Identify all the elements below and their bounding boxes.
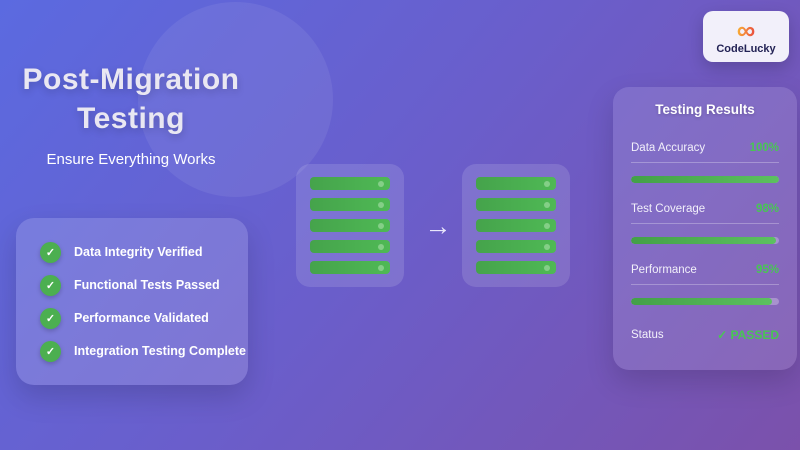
check-icon: ✓	[40, 340, 61, 362]
data-row-bar	[310, 219, 390, 232]
list-item: ✓ Integration Testing Complete	[40, 340, 248, 362]
divider	[631, 162, 779, 163]
data-row-bar	[476, 219, 556, 232]
metric-label-row: Test Coverage 98%	[631, 203, 779, 215]
target-database-card	[462, 164, 570, 287]
results-panel-title: Testing Results	[655, 102, 755, 117]
page-title-line2: Testing	[77, 102, 185, 135]
data-row-bar	[476, 198, 556, 211]
progress-track	[631, 176, 779, 183]
metric-value: 95%	[755, 264, 779, 276]
metric-label: Performance	[631, 264, 697, 276]
page-subtitle: Ensure Everything Works	[46, 151, 216, 168]
row-dot-icon	[544, 180, 550, 187]
progress-fill	[631, 298, 772, 305]
divider	[631, 223, 779, 224]
list-item: ✓ Data Integrity Verified	[40, 241, 248, 263]
checklist-item-label: Performance Validated	[74, 311, 209, 325]
row-dot-icon	[378, 180, 384, 187]
checklist-card: ✓ Data Integrity Verified ✓ Functional T…	[16, 218, 248, 385]
title-block: Post-Migration Testing Ensure Everything…	[0, 60, 262, 168]
row-dot-icon	[378, 201, 384, 208]
row-dot-icon	[378, 264, 384, 271]
row-dot-icon	[378, 222, 384, 229]
row-dot-icon	[544, 201, 550, 208]
list-item: ✓ Performance Validated	[40, 307, 248, 329]
testing-results-panel: Testing Results Data Accuracy 100% Test …	[613, 87, 797, 370]
progress-fill	[631, 237, 777, 244]
source-database-card	[296, 164, 404, 287]
brand-logo-card: ∞ CodeLucky	[703, 11, 789, 62]
row-dot-icon	[544, 222, 550, 229]
data-row-bar	[310, 240, 390, 253]
data-row-bar	[476, 261, 556, 274]
metric-label: Data Accuracy	[631, 142, 706, 154]
progress-track	[631, 237, 779, 244]
data-row-bar	[310, 198, 390, 211]
status-label: Status	[631, 329, 664, 341]
metric-label-row: Data Accuracy 100%	[631, 142, 779, 154]
status-badge: ✓ PASSED	[717, 328, 779, 342]
metric-value: 98%	[755, 203, 779, 215]
check-icon: ✓	[40, 241, 61, 263]
metric-data-accuracy: Data Accuracy 100%	[631, 142, 779, 183]
page-title-line1: Post-Migration	[22, 63, 240, 96]
checklist-item-label: Integration Testing Complete	[74, 344, 246, 358]
check-icon: ✓	[40, 307, 61, 329]
brand-name: CodeLucky	[716, 43, 776, 55]
row-dot-icon	[544, 264, 550, 271]
checklist-item-label: Data Integrity Verified	[74, 245, 203, 259]
progress-fill	[631, 176, 779, 183]
check-icon: ✓	[40, 274, 61, 296]
checklist-item-label: Functional Tests Passed	[74, 278, 220, 292]
data-row-bar	[310, 261, 390, 274]
metric-value: 100%	[749, 142, 779, 154]
metric-performance: Performance 95%	[631, 264, 779, 305]
metric-test-coverage: Test Coverage 98%	[631, 203, 779, 244]
metric-label-row: Performance 95%	[631, 264, 779, 276]
list-item: ✓ Functional Tests Passed	[40, 274, 248, 296]
data-row-bar	[476, 240, 556, 253]
status-row: Status ✓ PASSED	[631, 328, 779, 342]
migration-arrow-icon: →	[424, 211, 452, 241]
progress-track	[631, 298, 779, 305]
row-dot-icon	[378, 243, 384, 250]
data-row-bar	[310, 177, 390, 190]
metric-label: Test Coverage	[631, 203, 706, 215]
infinity-icon: ∞	[736, 15, 756, 45]
data-row-bar	[476, 177, 556, 190]
row-dot-icon	[544, 243, 550, 250]
decorative-circle	[138, 2, 333, 197]
divider	[631, 284, 779, 285]
